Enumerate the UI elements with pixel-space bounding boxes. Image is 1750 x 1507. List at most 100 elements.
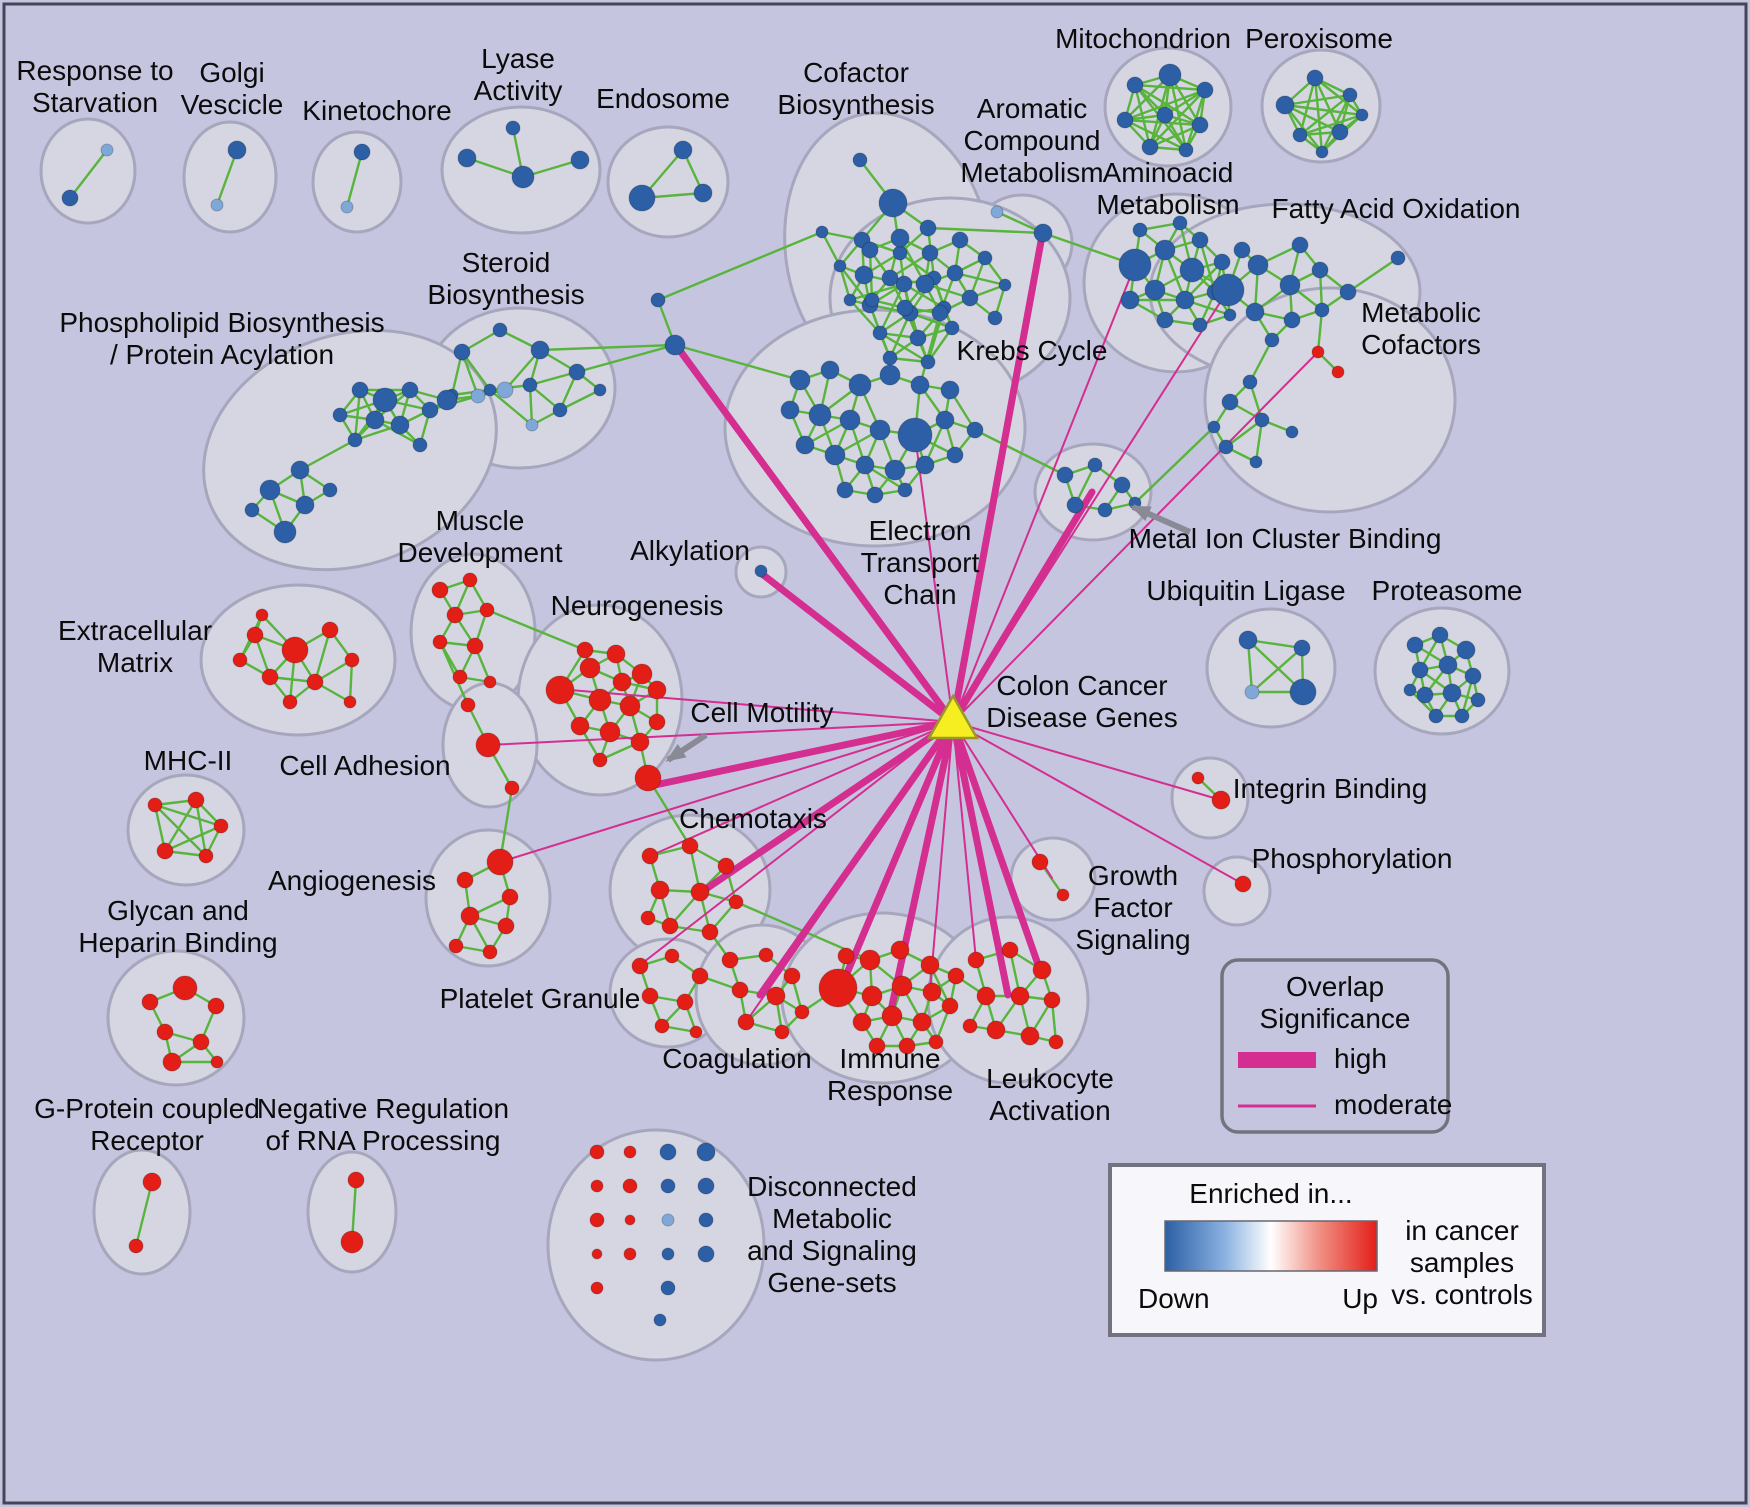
coagulation-node [737,1013,755,1031]
platelet-granule-node [641,987,659,1005]
mitochondrion-node [1191,116,1209,134]
chemotaxis-node [690,882,710,902]
phospholipid-biosynthesis-node [273,520,297,544]
inter-cluster-edge [673,343,802,382]
muscle-development-node [462,572,478,588]
metal-ion-cluster-binding-node [1113,476,1131,494]
immune-response-node [928,1034,944,1050]
phospholipid-biosynthesis-node [332,407,348,423]
ubiquitin-ligase-node [1244,684,1260,700]
mitochondrion-label: Mitochondrion [1055,23,1231,54]
mhc-ii-node [198,848,214,864]
cofactor-biosynthesis-node [919,219,937,237]
peroxisome-edge [1298,113,1364,137]
peroxisome-edge [1283,103,1364,117]
overlap-edge-moderate [745,721,954,1023]
phosphorylation-node [1234,875,1252,893]
overlap-edge-high [651,718,957,789]
immune-response-node [837,947,855,965]
electron-transport-chain-node [879,364,901,386]
endosome-label: Endosome [596,83,730,114]
angiogenesis-node [501,888,519,906]
disconnected-gene-sets-node [659,1143,677,1161]
neurogenesis-node [630,732,650,752]
immune-response-node [891,975,913,997]
electron-transport-chain-node [839,409,861,431]
disconnected-gene-sets-cluster [546,1128,766,1362]
electron-transport-chain-node [884,459,906,481]
aminoacid-metabolism-node [1172,215,1188,231]
mhc-ii-edge [163,798,198,853]
electron-transport-chain-node [897,482,913,498]
neurogenesis-label: Neurogenesis [551,590,724,621]
angiogenesis-node [448,938,464,954]
negative-regulation-rna-processing-cluster [306,1150,398,1274]
glycan-heparin-binding-node [192,1033,210,1051]
immune-response-node [859,949,881,971]
peroxisome-node [1275,95,1295,115]
electron-transport-chain-node [869,419,891,441]
aminoacid-metabolism-node [1191,231,1209,249]
overlap-edge-high [674,344,957,726]
immune-response-node [881,1005,903,1027]
mhc-ii-node [213,818,229,834]
mitochondrion-edge [1168,73,1188,152]
disconnected-gene-sets-node [590,1281,604,1295]
phospholipid-biosynthesis-node [421,401,439,419]
inter-cluster-edge [656,230,824,302]
phospholipid-biosynthesis-node [390,415,410,435]
mitochondrion-node [1196,81,1214,99]
neurogenesis-node [631,663,653,685]
overlap-moderate-label: moderate [1334,1089,1452,1120]
neurogenesis-node [612,672,632,692]
cofactor-biosynthesis-node [872,325,888,341]
krebs-cycle-node [987,310,1003,326]
neurogenesis-node [634,764,662,792]
extracellular-matrix-node [321,621,339,639]
inter-cluster-edge [973,428,1067,477]
metabolic-cofactors-node [1207,420,1221,434]
metabolic-cofactors-edge [1224,418,1264,449]
fatty-acid-oxidation-node [1247,254,1269,276]
krebs-cycle-node [890,228,910,248]
peroxisome-edge [1313,76,1324,154]
mhc-ii-label: MHC-II [144,745,233,776]
inter-cluster-edge [1248,338,1274,384]
steroid-biosynthesis-node [525,418,539,432]
chemotaxis-node [701,923,719,941]
immune-response-node [818,968,858,1008]
disconnected-gene-sets-node [624,1214,636,1226]
disconnected-gene-sets-node [661,1247,675,1261]
inter-cluster-edge [485,608,587,652]
ubiquitin-ligase-node [1238,630,1258,650]
fatty-acid-oxidation-node [1245,302,1265,322]
immune-response-node [947,967,965,985]
phosphorylation-label: Phosphorylation [1252,843,1453,874]
leukocyte-activation-node [962,1018,978,1034]
proteasome-label: Proteasome [1372,575,1523,606]
phospholipid-biosynthesis-node [365,410,385,430]
glycan-heparin-binding-node [141,993,159,1011]
cofactor-biosynthesis-node [909,329,927,347]
aminoacid-metabolism-node [1179,257,1205,283]
mitochondrion-node [1178,142,1194,158]
peroxisome-edge [1298,93,1352,137]
cofactor-biosynthesis-node [920,354,936,370]
cofactor-biosynthesis-node [833,259,847,273]
angiogenesis-cluster [424,828,552,968]
golgi-vescicle-node [227,140,247,160]
inter-cluster-edge [538,343,677,352]
kinetochore-node [353,143,371,161]
disconnected-gene-sets-node [589,1212,605,1228]
response-to-starvation-node [61,189,79,207]
disconnected-gene-sets-node [697,1245,715,1263]
integrin-binding-cluster [1170,756,1250,840]
coagulation-label: Coagulation [662,1043,811,1074]
aminoacid-metabolism-node [1223,308,1237,322]
g-protein-coupled-receptor-cluster [92,1148,192,1276]
negative-regulation-rna-processing-node [347,1171,365,1189]
immune-response-node [941,997,959,1015]
mhc-ii-edge [194,798,208,858]
